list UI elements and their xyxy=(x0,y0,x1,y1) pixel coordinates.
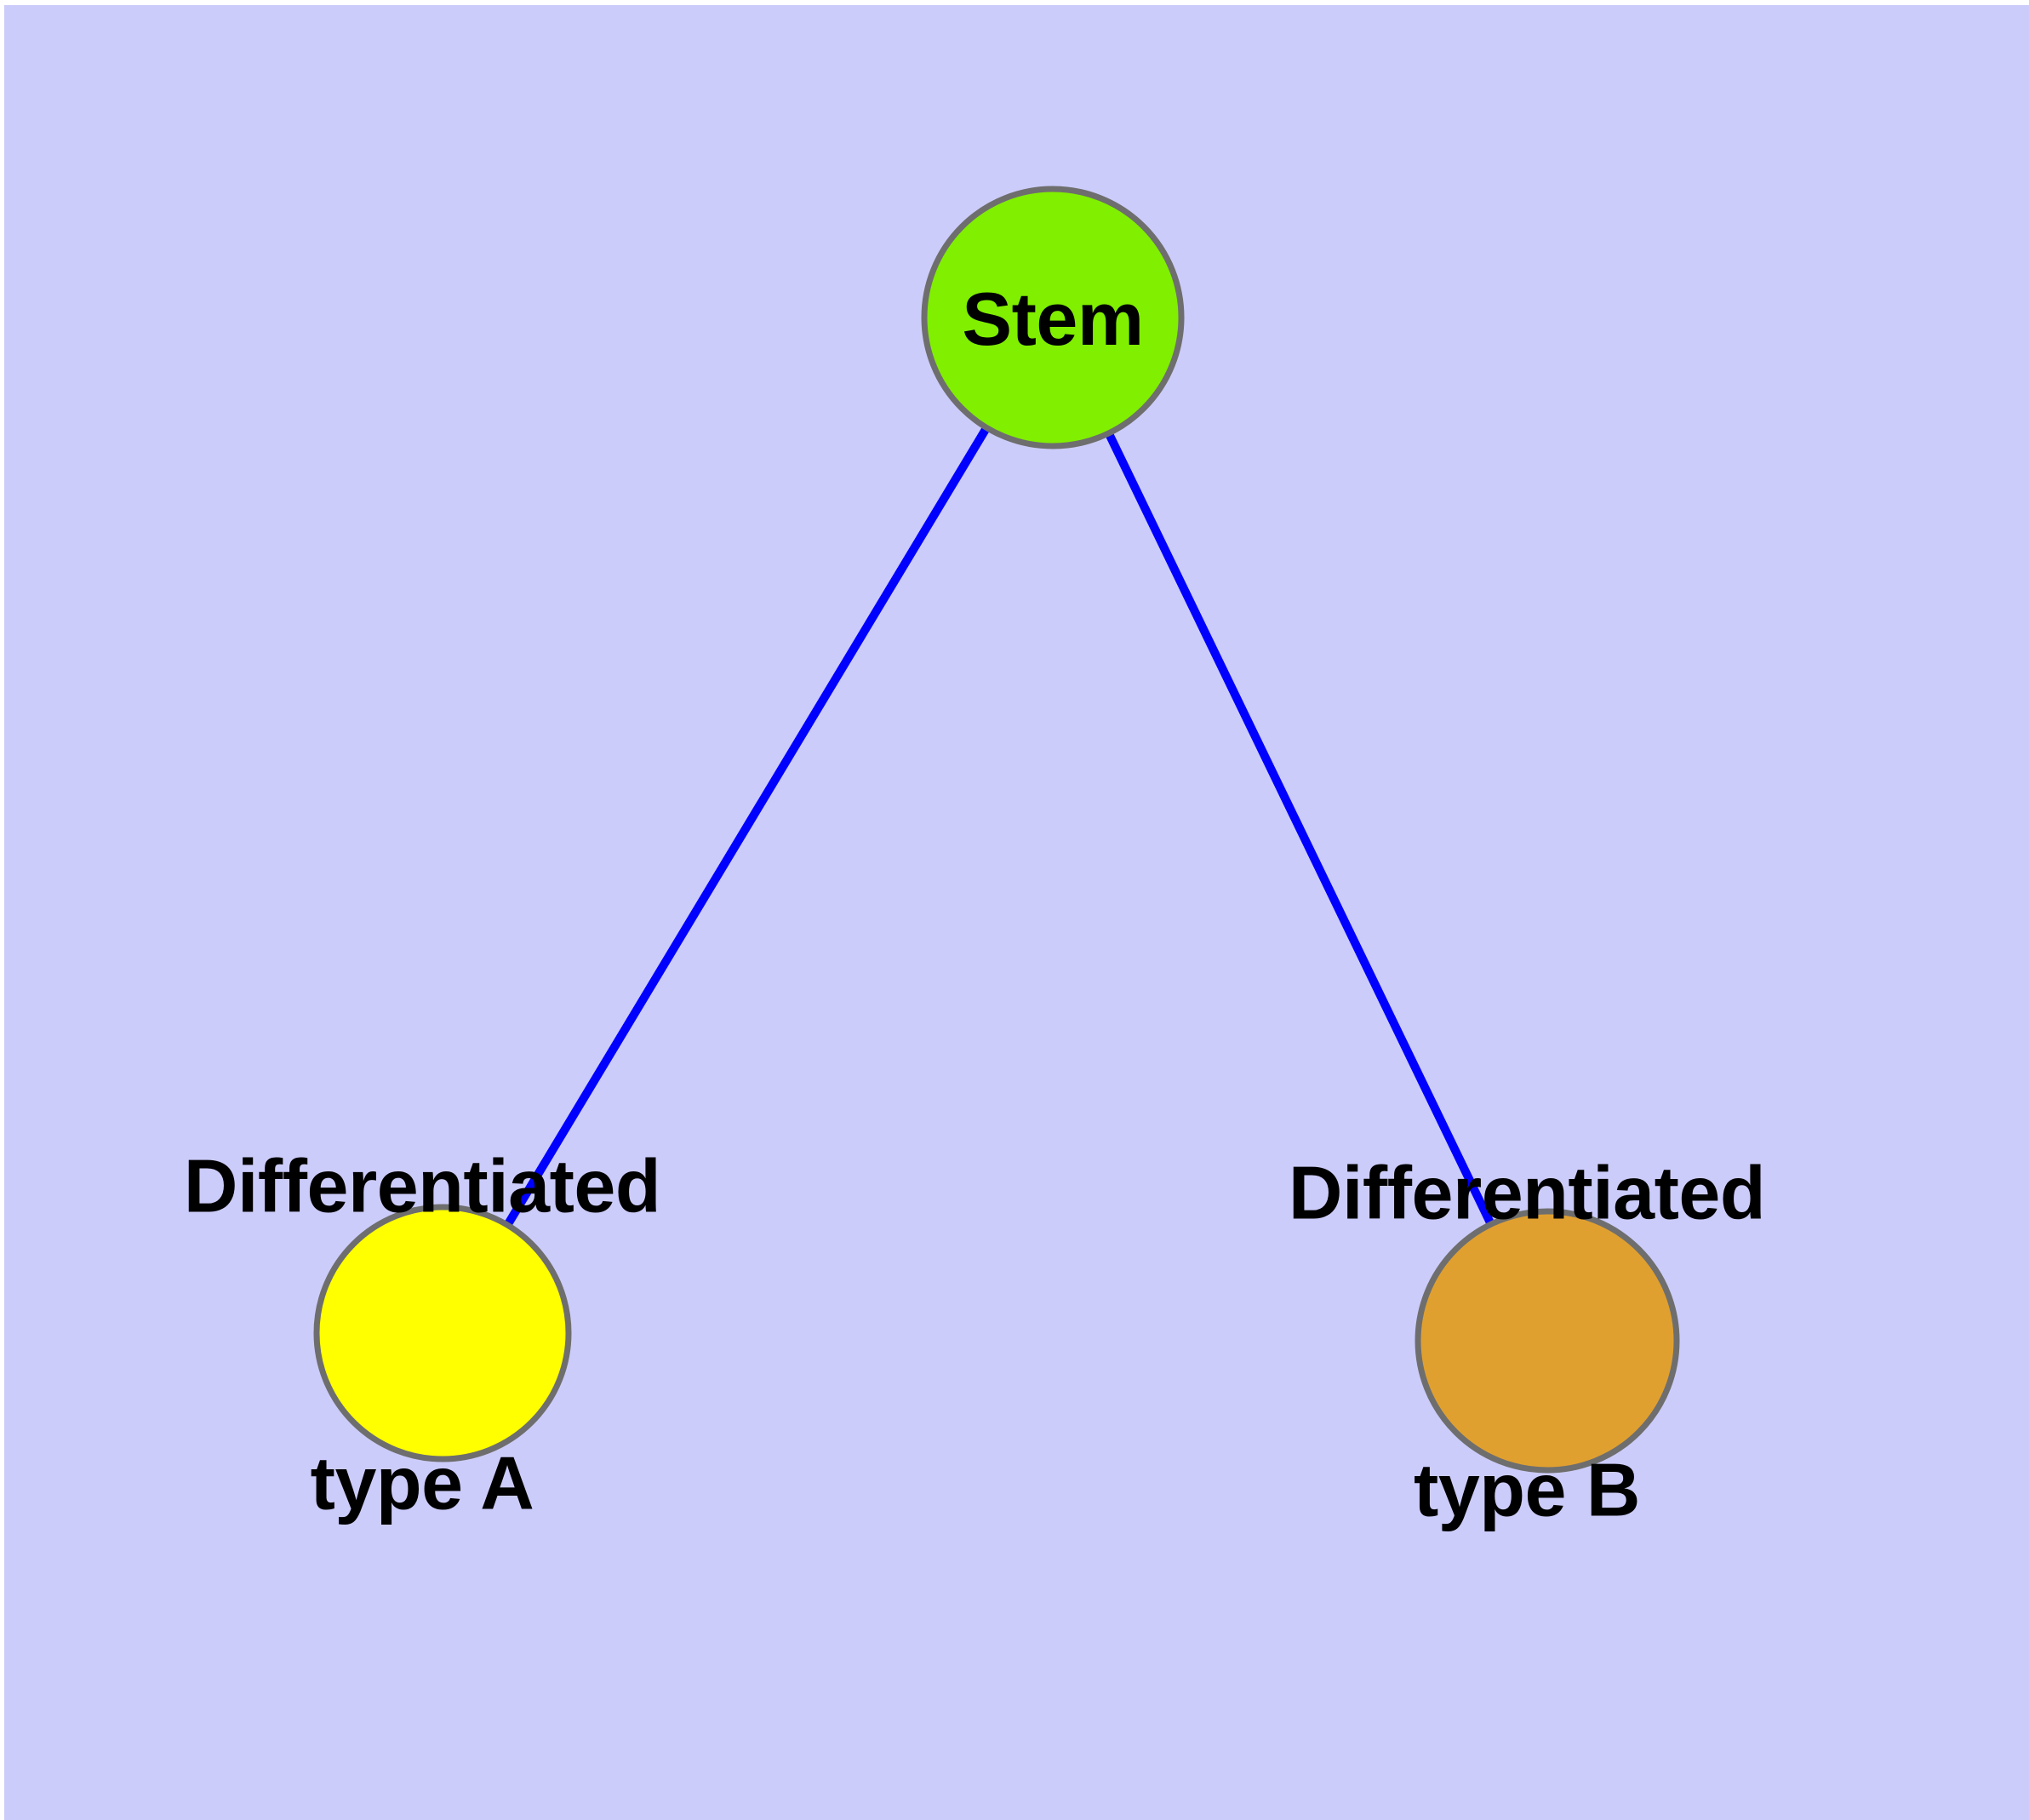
node-layer xyxy=(313,186,1680,1474)
edge-stem-to-differentiated-type-b[interactable] xyxy=(1049,315,1552,1343)
node-differentiated-type-b[interactable] xyxy=(1415,1208,1680,1474)
node-stem[interactable] xyxy=(921,186,1185,449)
edge-stem-to-differentiated-type-a[interactable] xyxy=(438,315,1057,1336)
edge-layer xyxy=(438,315,1552,1343)
node-differentiated-type-a[interactable] xyxy=(313,1204,572,1462)
